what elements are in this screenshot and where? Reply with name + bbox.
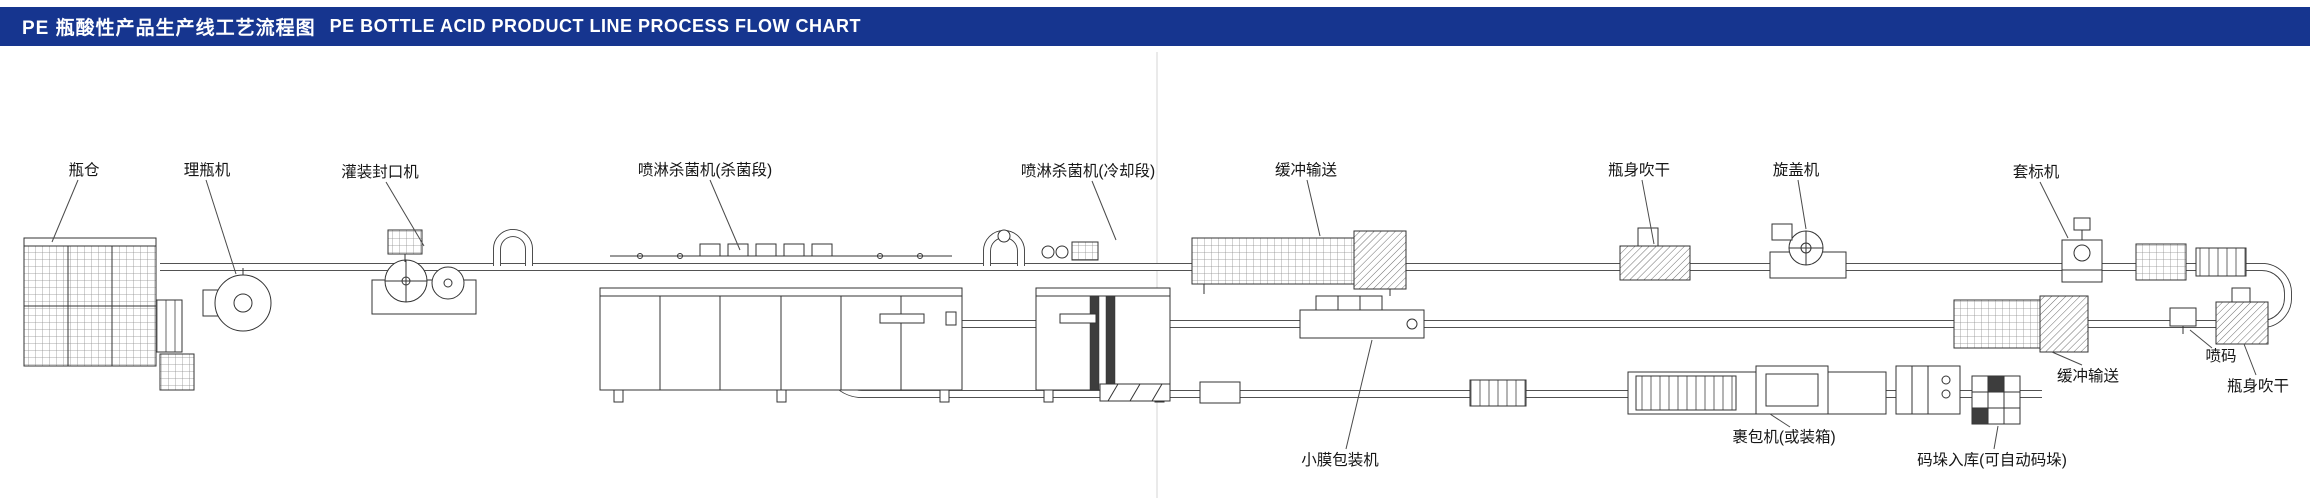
diagram-canvas: 瓶仓 理瓶机 灌装封口机 喷淋杀菌机(杀菌段) 喷淋杀菌机(冷却段) 缓冲输送 … (0, 46, 2310, 500)
machine-buffer-conveyor-right (1953, 295, 2089, 353)
label-bottle-dryer-bottom: 瓶身吹干 (2226, 378, 2290, 395)
label-spray-cooler: 喷淋杀菌机(冷却段) (1020, 163, 1156, 180)
label-bottle-silo: 瓶仓 (68, 162, 100, 179)
machine-buffer-conveyor-top (1191, 230, 1407, 296)
label-bottle-unscrambler: 理瓶机 (183, 162, 231, 179)
label-buffer-conveyor-top: 缓冲输送 (1274, 162, 1338, 179)
machine-inkjet-coder (2169, 307, 2197, 334)
machine-bottle-unscrambler (202, 268, 272, 332)
machine-bottle-silo (23, 237, 195, 391)
label-spray-sterilizer: 喷淋杀菌机(杀菌段) (637, 162, 773, 179)
machine-bottle-dryer-bottom (2215, 287, 2269, 345)
machine-spray-sterilizer (599, 243, 963, 403)
leader-lines (51, 179, 2257, 450)
page-title-zh: PE 瓶酸性产品生产线工艺流程图 (22, 18, 316, 39)
machine-palletizer (1895, 365, 1961, 415)
label-bottle-dryer-top: 瓶身吹干 (1607, 162, 1671, 179)
label-sleeve-labeler: 套标机 (2012, 164, 2060, 181)
machine-wrapper (1627, 365, 1887, 415)
label-capping-machine: 旋盖机 (1772, 162, 1820, 179)
machine-bottle-dryer-top (1619, 227, 1691, 281)
label-film-packer: 小膜包装机 (1301, 452, 1379, 469)
conveyor-sections-bottom (1099, 379, 1527, 407)
label-palletizing: 码垛入库(可自动码垛) (1917, 452, 2067, 469)
transfer-arch-1 (493, 229, 533, 266)
label-filler-sealer: 灌装封口机 (341, 164, 419, 181)
conveyor-guides-middle (879, 311, 1097, 326)
page-title-en: PE BOTTLE ACID PRODUCT LINE PROCESS FLOW… (329, 16, 861, 36)
label-inkjet-coder: 喷码 (2205, 348, 2237, 365)
transfer-arch-2 (983, 229, 1025, 266)
machine-capping (1769, 223, 1847, 279)
machine-film-packer (1299, 295, 1425, 339)
label-buffer-conveyor-right: 缓冲输送 (2056, 368, 2120, 385)
header-bar: PE 瓶酸性产品生产线工艺流程图 PE BOTTLE ACID PRODUCT … (0, 7, 2310, 46)
machine-steam-tunnel (2135, 243, 2247, 281)
machine-sleeve-labeler (2061, 217, 2103, 283)
flowchart-drawing (23, 52, 2292, 498)
label-wrapper-machine: 裹包机(或装箱) (1732, 429, 1836, 446)
machine-filler-sealer (371, 229, 477, 315)
pallet-stack-icon (1971, 375, 2021, 425)
